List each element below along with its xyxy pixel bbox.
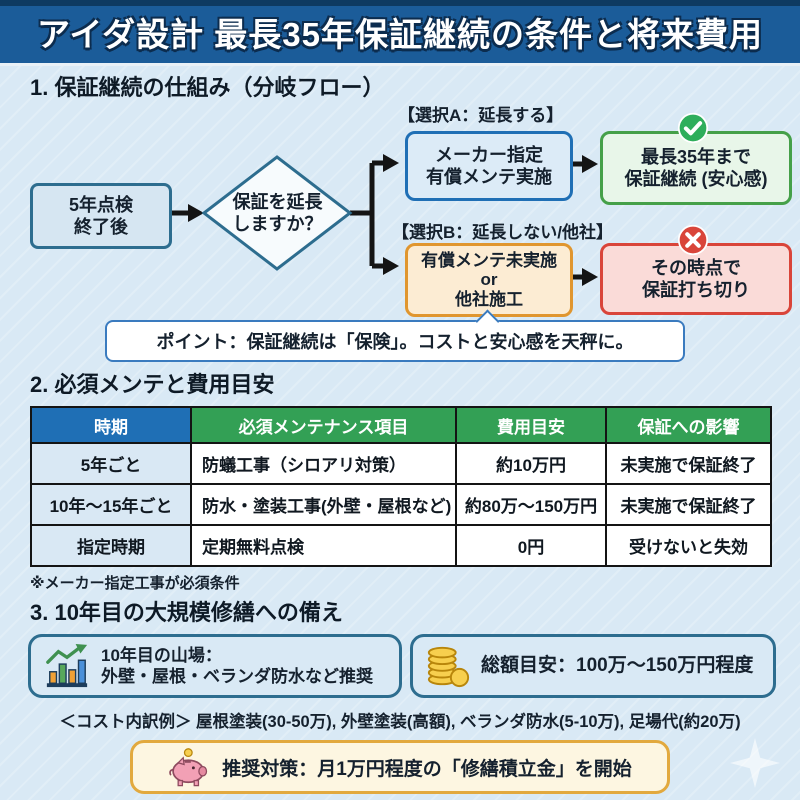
bar-chart-icon xyxy=(46,643,88,688)
piggy-bank-icon xyxy=(169,748,208,787)
cell-item: 防蟻工事（シロアリ対策） xyxy=(190,442,457,485)
branch-a-action-node: メーカー指定 有償メンテ実施 xyxy=(405,131,573,201)
point-text: ポイント：保証継続は「保険」。コストと安心感を天秤に。 xyxy=(156,332,634,352)
table-row: 5年ごと 防蟻工事（シロアリ対策） 約10万円 未実施で保証終了 xyxy=(30,442,772,485)
cell-period: 10年〜15年ごと xyxy=(30,483,192,526)
total-cost-box: 総額目安：100万〜150万円程度 xyxy=(410,634,776,698)
cell-period: 5年ごと xyxy=(30,442,192,485)
col-header-impact: 保証への影響 xyxy=(605,406,772,444)
cell-cost: 0円 xyxy=(455,524,607,567)
cell-impact: 受けないと失効 xyxy=(605,524,772,567)
point-callout: ポイント：保証継続は「保険」。コストと安心感を天秤に。 xyxy=(105,309,685,362)
branch-a-label: 【選択A：延長する】 xyxy=(398,106,564,125)
branch-b-action-node: 有償メンテ未実施 or 他社施工 xyxy=(405,243,573,317)
cell-impact: 未実施で保証終了 xyxy=(605,442,772,485)
page-title: アイダ設計 最長35年保証継続の条件と将来費用 xyxy=(37,15,763,53)
check-icon xyxy=(677,112,709,144)
table-header-row: 時期 必須メンテナンス項目 費用目安 保証への影響 xyxy=(30,406,772,444)
cell-item: 定期無料点検 xyxy=(190,524,457,567)
x-icon xyxy=(677,224,709,256)
cell-impact: 未実施で保証終了 xyxy=(605,483,772,526)
sparkle-decoration xyxy=(730,738,780,788)
col-header-cost: 費用目安 xyxy=(455,406,607,444)
flow-start-node: 5年点検 終了後 xyxy=(30,183,172,249)
section1-title: 1. 保証継続の仕組み（分岐フロー） xyxy=(30,75,385,100)
recommendation-text: 推奨対策：月1万円程度の「修繕積立金」を開始 xyxy=(222,758,632,780)
branch-b-label: 【選択B：延長しない/他社】 xyxy=(392,223,613,242)
cell-cost: 約10万円 xyxy=(455,442,607,485)
cell-item: 防水・塗装工事(外壁・屋根など) xyxy=(190,483,457,526)
decision-label: 保証を延長 しますか？ xyxy=(232,191,323,235)
table-row: 指定時期 定期無料点検 0円 受けないと失効 xyxy=(30,524,772,567)
cell-cost: 約80万〜150万円 xyxy=(455,483,607,526)
header-bar: アイダ設計 最長35年保証継続の条件と将来費用 xyxy=(0,0,800,66)
cost-breakdown-text: ＜コスト内訳例＞ 屋根塗装(30-50万), 外壁塗装(高額), ベランダ防水(… xyxy=(59,713,741,731)
table-row: 10年〜15年ごと 防水・塗装工事(外壁・屋根など) 約80万〜150万円 未実… xyxy=(30,483,772,526)
branch-a-result-node: 最長35年まで 保証継続 (安心感) xyxy=(600,131,792,205)
milestone-box: 10年目の山場： 外壁・屋根・ベランダ防水など推奨 xyxy=(28,634,402,698)
col-header-item: 必須メンテナンス項目 xyxy=(190,406,457,444)
cell-period: 指定時期 xyxy=(30,524,192,567)
col-header-period: 時期 xyxy=(30,406,192,444)
section2-title: 2. 必須メンテと費用目安 xyxy=(30,372,275,397)
coins-icon xyxy=(427,646,470,688)
total-cost-text: 総額目安：100万〜150万円程度 xyxy=(481,655,754,677)
milestone-text: 10年目の山場： 外壁・屋根・ベランダ防水など推奨 xyxy=(101,645,373,686)
table-footnote: ※メーカー指定工事が必須条件 xyxy=(30,575,240,592)
maintenance-table: 時期 必須メンテナンス項目 費用目安 保証への影響 5年ごと 防蟻工事（シロアリ… xyxy=(30,406,772,567)
section3-title: 3. 10年目の大規模修繕への備え xyxy=(30,600,343,625)
recommendation-box: 推奨対策：月1万円程度の「修繕積立金」を開始 xyxy=(130,740,670,794)
